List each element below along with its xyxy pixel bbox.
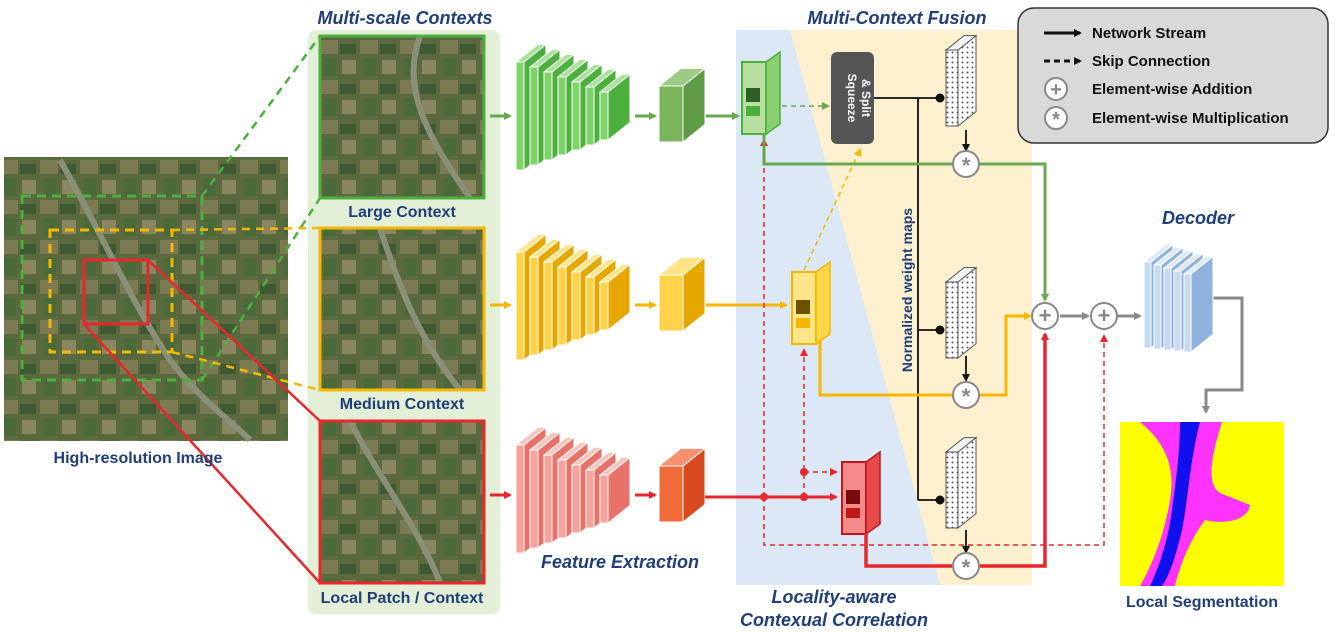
feature-layer: [598, 456, 632, 525]
local-feature-cube: [657, 447, 707, 524]
medium-context-image: [318, 226, 486, 392]
high-res-label: High-resolution Image: [54, 450, 223, 467]
decoder-layer: [1182, 255, 1215, 354]
large-feature-cube: [657, 67, 707, 144]
medium-feature-cube: [657, 256, 707, 333]
fusion-title: Multi-Context Fusion: [808, 8, 987, 28]
multiply-operator-medium: *: [952, 381, 980, 409]
add-operator-fusion: +: [1031, 302, 1059, 330]
weight-junction: [935, 495, 945, 505]
weight-maps: [944, 34, 978, 530]
weight-map: [944, 34, 978, 128]
stream-arrows: [490, 112, 838, 501]
decoder-title: Decoder: [1162, 208, 1235, 228]
feature-layer: [598, 263, 632, 332]
local-context-label: Local Patch / Context: [321, 590, 484, 607]
projection-lines: [83, 35, 322, 584]
large-correlation-map: [741, 50, 781, 136]
medium-context-label: Medium Context: [340, 396, 465, 413]
skip-connections: [760, 102, 1108, 546]
feature-cube: [657, 67, 707, 144]
weight-junction: [935, 93, 945, 103]
svg-text:*: *: [962, 555, 971, 580]
weight-junction: [935, 325, 945, 335]
split-label: & Split: [859, 79, 873, 117]
weight-maps-label: Normalized weight maps: [899, 208, 915, 372]
svg-text:*: *: [1052, 109, 1060, 131]
legend-stream: Network Stream: [1092, 25, 1206, 42]
multiply-operator-large: *: [952, 150, 980, 178]
high-res-image: [4, 157, 288, 443]
fusion-streams: [762, 134, 1244, 568]
svg-text:+: +: [1039, 303, 1052, 328]
local-correlation-map: [841, 450, 881, 536]
large-context-image: [318, 34, 486, 200]
svg-text:*: *: [962, 384, 971, 409]
legend-skip: Skip Connection: [1092, 53, 1210, 70]
feature-layer: [598, 73, 632, 142]
skip-junction: [800, 493, 808, 501]
squeeze-split-block: Squeeze & Split: [831, 52, 874, 144]
skip-junction: [760, 493, 768, 501]
legend: Network Stream Skip Connection + Element…: [1017, 7, 1329, 144]
svg-text:*: *: [962, 153, 971, 178]
medium-feature-stack: [514, 233, 632, 362]
locality-title-line2: Contexual Correlation: [740, 610, 928, 630]
skip-junction: [800, 468, 808, 476]
large-context-label: Large Context: [348, 204, 456, 221]
add-operator-skip: +: [1090, 302, 1118, 330]
circle-asterisk-icon: *: [1044, 106, 1068, 131]
svg-text:+: +: [1098, 303, 1111, 328]
local-feature-stack: [514, 426, 632, 555]
local-segmentation-image: [1120, 422, 1284, 586]
multi-scale-title: Multi-scale Contexts: [317, 8, 492, 28]
legend-mult: Element-wise Multiplication: [1092, 110, 1289, 127]
circle-plus-icon: +: [1044, 77, 1068, 101]
local-context-image: [318, 419, 486, 585]
medium-correlation-map: [791, 260, 831, 346]
svg-text:+: +: [1050, 79, 1062, 101]
squeeze-label: Squeeze: [845, 74, 859, 123]
feature-cube: [657, 447, 707, 524]
large-feature-stack: [514, 43, 632, 172]
weight-map: [944, 266, 978, 360]
feature-cube: [657, 256, 707, 333]
local-segmentation-label: Local Segmentation: [1126, 594, 1278, 611]
feature-extraction-title: Feature Extraction: [541, 552, 699, 572]
decoder-stack: [1142, 243, 1215, 354]
locality-title-line1: Locality-aware: [771, 587, 896, 607]
weight-map: [944, 436, 978, 530]
multiply-operator-local: *: [952, 552, 980, 580]
legend-add: Element-wise Addition: [1092, 81, 1252, 98]
